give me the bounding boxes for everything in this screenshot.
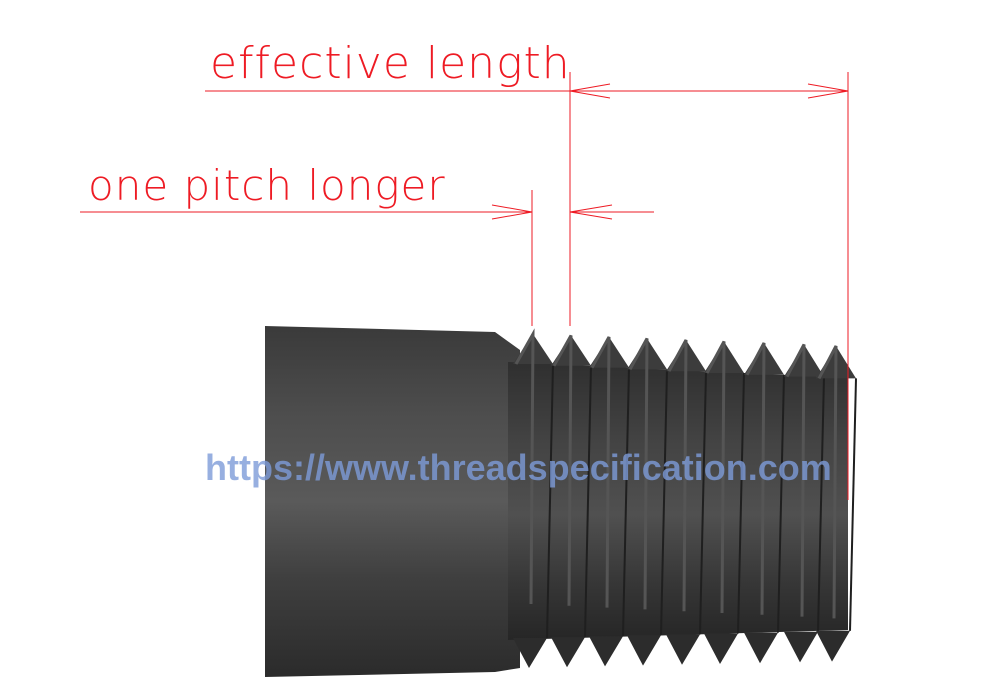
thread-crest-bottom xyxy=(589,636,623,667)
thread-crest-bottom xyxy=(513,638,547,668)
thread-flank-highlight xyxy=(667,339,688,612)
thread-root-groove xyxy=(849,378,857,631)
thread-flank-highlight xyxy=(785,343,806,617)
thread-flank-highlight xyxy=(590,336,611,608)
thread-crest-bottom xyxy=(666,634,700,665)
thread-crest-bottom xyxy=(744,632,778,664)
thread-flank-highlight xyxy=(628,337,649,610)
one-pitch-longer-label: one pitch longer xyxy=(88,161,446,210)
thread-crest-bottom xyxy=(784,631,818,663)
bolt-shank xyxy=(265,326,520,677)
dimension-lines xyxy=(80,72,849,500)
thread-crest-bottom xyxy=(704,633,738,664)
thread-flank-highlight xyxy=(817,345,838,619)
thread-root-groove xyxy=(584,365,592,638)
thread-crest-bottom xyxy=(627,635,661,666)
thread-root-groove xyxy=(737,372,745,634)
thread-flank-highlight xyxy=(745,342,766,615)
thread-flank-highlight xyxy=(705,340,726,614)
thread-root-groove xyxy=(699,371,707,635)
effective-length-label: effective length xyxy=(210,38,571,89)
thread-root-groove xyxy=(660,369,668,636)
thread-root-groove xyxy=(622,367,630,637)
thread-root-groove xyxy=(817,376,825,632)
watermark-url: https://www.threadspecification.com xyxy=(205,447,832,488)
thread-crest-bottom xyxy=(551,637,585,668)
thread-root-groove xyxy=(546,363,554,639)
thread-flank-highlight xyxy=(552,334,573,606)
threaded-section xyxy=(508,328,857,668)
thread-crest-bottom xyxy=(816,630,850,662)
one-pitch-arrow-right xyxy=(569,204,613,220)
thread-root-groove xyxy=(777,374,785,633)
thread-flank-highlight xyxy=(514,328,535,605)
